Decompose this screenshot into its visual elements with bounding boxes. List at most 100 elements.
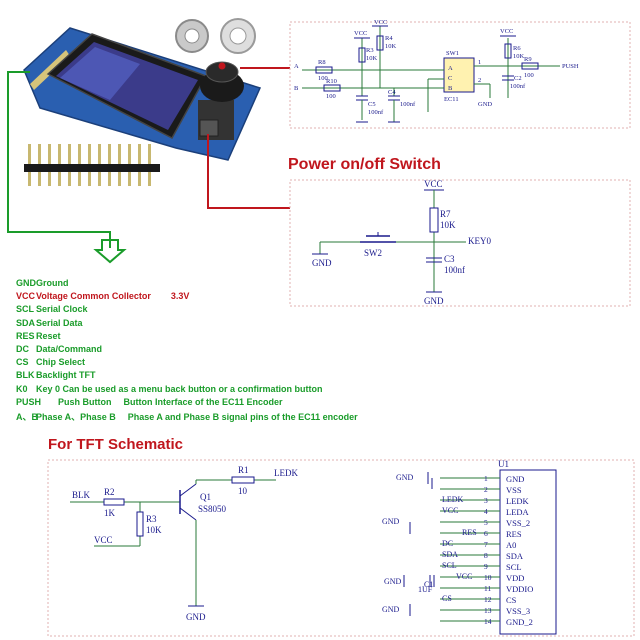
power-labels: VCC R7 10K KEY0 GND GND SW2 C3 100nf xyxy=(312,179,491,306)
sw1-label: SW1 xyxy=(446,50,459,57)
q1-emitter xyxy=(179,507,197,521)
r2-label: R2 xyxy=(104,487,115,497)
sw1-pin-c: C xyxy=(448,75,452,82)
u1-net-label: GND xyxy=(382,605,400,614)
u1-pin-number: 9 xyxy=(484,562,488,571)
encoder-labels: VCC VCC VCC R3 10K R4 10K R8 100 R10 100… xyxy=(294,19,579,116)
gnd2-label: GND xyxy=(424,296,444,306)
u1-pin-name: RES xyxy=(506,529,522,539)
q1-label: Q1 xyxy=(200,492,211,502)
u1-pin-number: 14 xyxy=(484,617,492,626)
tft-labels: BLK R2 1K R3 10K VCC Q1 SS8050 R1 10 LED… xyxy=(72,459,509,622)
u1-net-label: GND xyxy=(396,473,414,482)
pin-header-strip xyxy=(24,164,160,172)
legend-code: SCL xyxy=(16,304,34,315)
legend-desc: Ground xyxy=(36,278,69,288)
legend-code: DC xyxy=(16,344,29,354)
legend-extra: Phase A and Phase B signal pins of the E… xyxy=(127,412,358,422)
u1-pin-number: 5 xyxy=(484,518,488,527)
u1-pin-name: LEDK xyxy=(506,496,530,506)
r2-value: 1K xyxy=(104,508,116,518)
c2-value: 100nf xyxy=(510,83,526,90)
r7-body xyxy=(429,207,439,233)
legend-code: BLK xyxy=(16,370,35,381)
u1-pin-number: 2 xyxy=(484,485,488,494)
encoder-marker xyxy=(218,62,226,70)
sw1-pin-b: B xyxy=(448,85,453,92)
r4-label: R4 xyxy=(385,35,393,42)
u1-pin-name: VDD xyxy=(506,573,524,583)
legend-desc: Serial Data xyxy=(36,317,83,328)
sw1-pin1: 1 xyxy=(478,59,481,66)
u1-pin-name: LEDA xyxy=(506,507,530,517)
r3-label: R3 xyxy=(366,47,374,54)
c1-gnd-label: GND xyxy=(384,577,402,586)
legend-desc: Backlight TFT xyxy=(36,370,96,381)
legend-code: A、B xyxy=(16,412,38,422)
washer-hole xyxy=(229,27,247,45)
legend-desc: Key 0 Can be used as a menu back button … xyxy=(36,383,323,394)
a-label: A xyxy=(294,63,299,70)
pcb-callout-line xyxy=(7,71,111,248)
blk-label: BLK xyxy=(72,490,91,500)
u1-pin-name: VSS_2 xyxy=(506,518,530,528)
u1-net-label: RES xyxy=(462,528,477,537)
u1-net-label: DC xyxy=(442,539,453,548)
tft-frame xyxy=(47,459,635,637)
power-switch-schematic xyxy=(289,179,631,307)
sw1-part: EC11 xyxy=(444,96,459,103)
c3-value: 100nf xyxy=(444,265,465,275)
down-arrow-icon xyxy=(93,239,127,264)
legend-code: K0 xyxy=(16,383,28,394)
legend-desc: Chip Select xyxy=(36,357,86,368)
legend-row: GNDGround xyxy=(16,278,81,288)
power-switch-body xyxy=(199,119,219,137)
vcc3-label: VCC xyxy=(500,28,513,35)
legend-desc: Phase A、Phase B xyxy=(36,412,116,422)
r7-value: 10K xyxy=(440,220,456,230)
c4-label: C4 xyxy=(388,89,396,96)
legend-code: SDA xyxy=(16,317,36,328)
u1-pin-name: SDA xyxy=(506,551,524,561)
r8-value: 100 xyxy=(318,75,328,82)
legend-desc: Data/Command xyxy=(36,344,103,354)
legend-row: SDASerial Data xyxy=(16,318,95,328)
legend-desc: Push Button xyxy=(58,396,112,407)
u1-label: U1 xyxy=(498,459,509,469)
c4-value: 100nf xyxy=(400,101,416,108)
r9-value: 100 xyxy=(524,72,534,79)
hex-nut-hole xyxy=(184,28,200,44)
legend-extra: 3.3V xyxy=(170,291,190,302)
u1-net-label: GND xyxy=(382,517,400,526)
push-label: PUSH xyxy=(562,63,579,70)
legend-extra: Button Interface of the EC11 Encoder xyxy=(123,396,283,407)
power-frame xyxy=(289,179,631,307)
pcb-pins xyxy=(30,50,70,90)
u1-body xyxy=(499,469,557,635)
power-switch-title: Power on/off Switch xyxy=(288,156,441,173)
ledk-label: LEDK xyxy=(274,468,298,478)
sw1-body xyxy=(443,57,475,93)
r8-body xyxy=(315,66,333,74)
key0-label: KEY0 xyxy=(468,236,491,246)
gnd-label: GND xyxy=(186,612,206,622)
encoder-knob-top xyxy=(205,61,239,83)
c3-label: C3 xyxy=(444,254,455,264)
legend-desc: Voltage Common Collector xyxy=(36,291,151,302)
r6-value: 10K xyxy=(513,53,525,60)
r4-body xyxy=(376,35,384,51)
u1-pin-name: CS xyxy=(506,595,517,605)
sw1-pin-a: A xyxy=(448,65,453,72)
legend-desc: Serial Clock xyxy=(36,304,88,315)
u1-pin-number: 13 xyxy=(484,606,492,615)
u1-pin-number: 11 xyxy=(484,584,491,593)
r4-value: 10K xyxy=(385,43,397,50)
u1-pin-name: A0 xyxy=(506,540,516,550)
r2-body xyxy=(103,498,125,506)
u1-pin-lines xyxy=(431,477,500,622)
r9-body xyxy=(521,62,539,70)
